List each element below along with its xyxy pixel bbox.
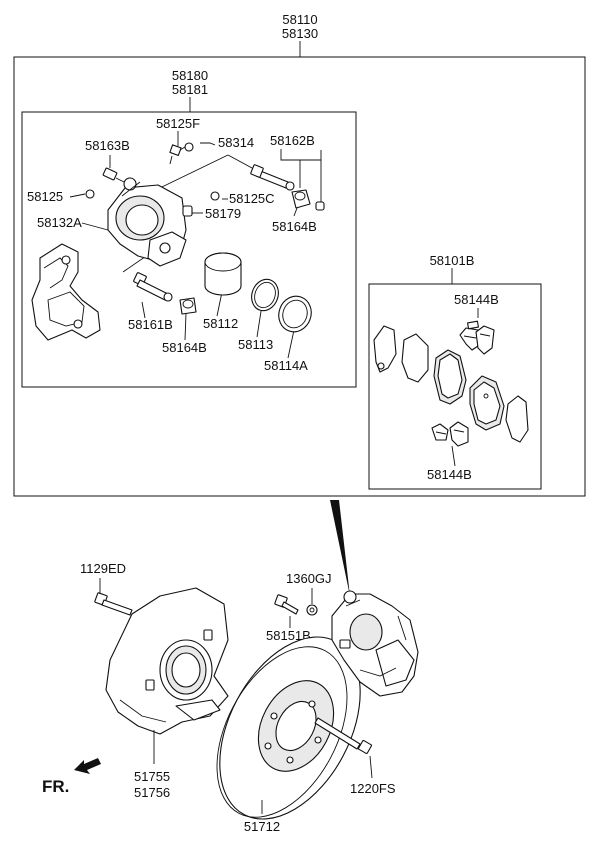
brake-pad-inner-part bbox=[433, 349, 467, 405]
label-51712: 51712 bbox=[244, 819, 280, 834]
piston-seal-part bbox=[251, 278, 279, 312]
bleeder-bolt-part bbox=[169, 144, 182, 165]
label-58314: 58314 bbox=[218, 135, 254, 150]
label-58144B-top: 58144B bbox=[454, 292, 499, 307]
caliper-kit-box bbox=[21, 111, 357, 388]
label-1360GJ: 1360GJ bbox=[286, 571, 332, 586]
boot-58164B-left-part bbox=[179, 297, 197, 315]
brake-pad-outer-part bbox=[469, 375, 505, 431]
guide-pin-58161B-part bbox=[133, 272, 173, 302]
label-58112: 58112 bbox=[203, 316, 238, 331]
label-58132A: 58132A bbox=[37, 215, 82, 230]
assembly-number-2: 58130 bbox=[282, 26, 318, 41]
front-direction-label: FR. bbox=[42, 777, 69, 796]
label-58144B-bottom: 58144B bbox=[427, 467, 472, 482]
label-58163B: 58163B bbox=[85, 138, 130, 153]
assembly-number-1: 58110 bbox=[282, 12, 317, 27]
guide-pin-58162B-part bbox=[250, 164, 295, 191]
cap-58314-part bbox=[179, 142, 194, 152]
bolt-58125-part bbox=[85, 189, 95, 199]
label-51756: 51756 bbox=[134, 785, 170, 800]
label-58125F: 58125F bbox=[156, 116, 200, 131]
pad-clips-bottom-part bbox=[431, 421, 469, 447]
label-58179: 58179 bbox=[205, 206, 241, 221]
pad-shim-left-part bbox=[373, 325, 397, 373]
label-58151B: 58151B bbox=[266, 628, 311, 643]
boot-58164B-right-part bbox=[291, 189, 311, 209]
bolt-58125C-part bbox=[210, 191, 220, 201]
assembly-pointer-arrow bbox=[330, 500, 350, 596]
washer-1360GJ-part bbox=[306, 588, 318, 616]
bolt-58151B-part bbox=[274, 594, 299, 628]
cap-58179-part bbox=[182, 205, 193, 217]
label-1220FS: 1220FS bbox=[350, 781, 396, 796]
caliper-assembly-part bbox=[331, 590, 419, 697]
label-58125: 58125 bbox=[27, 189, 63, 204]
assembly-box bbox=[13, 56, 586, 497]
label-58164B-right: 58164B bbox=[272, 219, 317, 234]
label-58164B-left: 58164B bbox=[162, 340, 207, 355]
caliper-kit-number-2: 58181 bbox=[172, 82, 208, 97]
pad-kit-number: 58101B bbox=[430, 253, 475, 268]
label-58114A: 58114A bbox=[264, 358, 308, 373]
caliper-housing-part bbox=[107, 177, 187, 267]
label-58161B: 58161B bbox=[128, 317, 173, 332]
caliper-kit-number-1: 58180 bbox=[172, 68, 208, 83]
front-direction-arrow-icon bbox=[74, 758, 101, 774]
cap-58162B-part bbox=[315, 201, 325, 211]
caliper-bracket-part bbox=[31, 243, 101, 341]
bolt-1220FS-part bbox=[314, 717, 373, 779]
pad-shim-outer-part bbox=[401, 333, 429, 383]
label-1129ED: 1129ED bbox=[80, 561, 126, 576]
pad-clips-top-part bbox=[459, 320, 495, 355]
guide-bolt-58163B-part bbox=[102, 167, 125, 183]
pad-shim-right-part bbox=[505, 395, 529, 443]
bolt-1129ED-part bbox=[94, 578, 133, 616]
dust-shield-part bbox=[105, 587, 229, 764]
label-51755: 51755 bbox=[134, 769, 170, 784]
label-58125C: 58125C bbox=[229, 191, 275, 206]
label-58113: 58113 bbox=[238, 337, 273, 352]
pad-kit-box bbox=[368, 283, 542, 490]
piston-part bbox=[204, 252, 242, 296]
label-58162B: 58162B bbox=[270, 133, 315, 148]
dust-boot-part bbox=[278, 295, 312, 333]
